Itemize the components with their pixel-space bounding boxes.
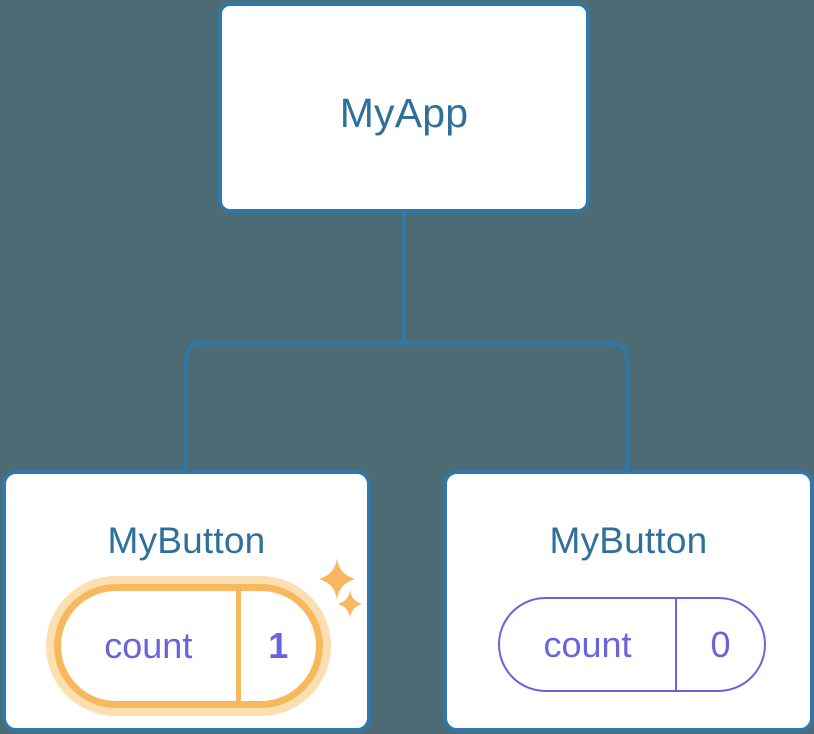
state-pill-right[interactable]: count 0 <box>498 597 766 692</box>
state-pill-right-key: count <box>500 599 677 690</box>
state-pill-left-key: count <box>61 591 241 701</box>
state-pill-right-value: 0 <box>710 623 731 665</box>
sparkle-large-icon <box>318 558 356 600</box>
state-pill-left-value: 1 <box>268 625 289 666</box>
node-mybutton-right-title: MyButton <box>549 520 708 561</box>
node-mybutton-left-title: MyButton <box>107 520 266 561</box>
state-pill-right-wrap: count 0 <box>498 597 766 692</box>
state-pill-left[interactable]: count 1 <box>54 584 323 708</box>
node-myapp[interactable]: MyApp <box>218 2 590 213</box>
node-mybutton-right[interactable]: MyButton count 0 <box>443 470 814 732</box>
node-myapp-title: MyApp <box>339 90 469 136</box>
sparkle-small-icon <box>337 590 363 618</box>
state-pill-left-glow <box>46 576 331 716</box>
node-mybutton-left[interactable]: MyButton count 1 <box>2 470 371 732</box>
connector-branch-bus <box>184 341 629 470</box>
